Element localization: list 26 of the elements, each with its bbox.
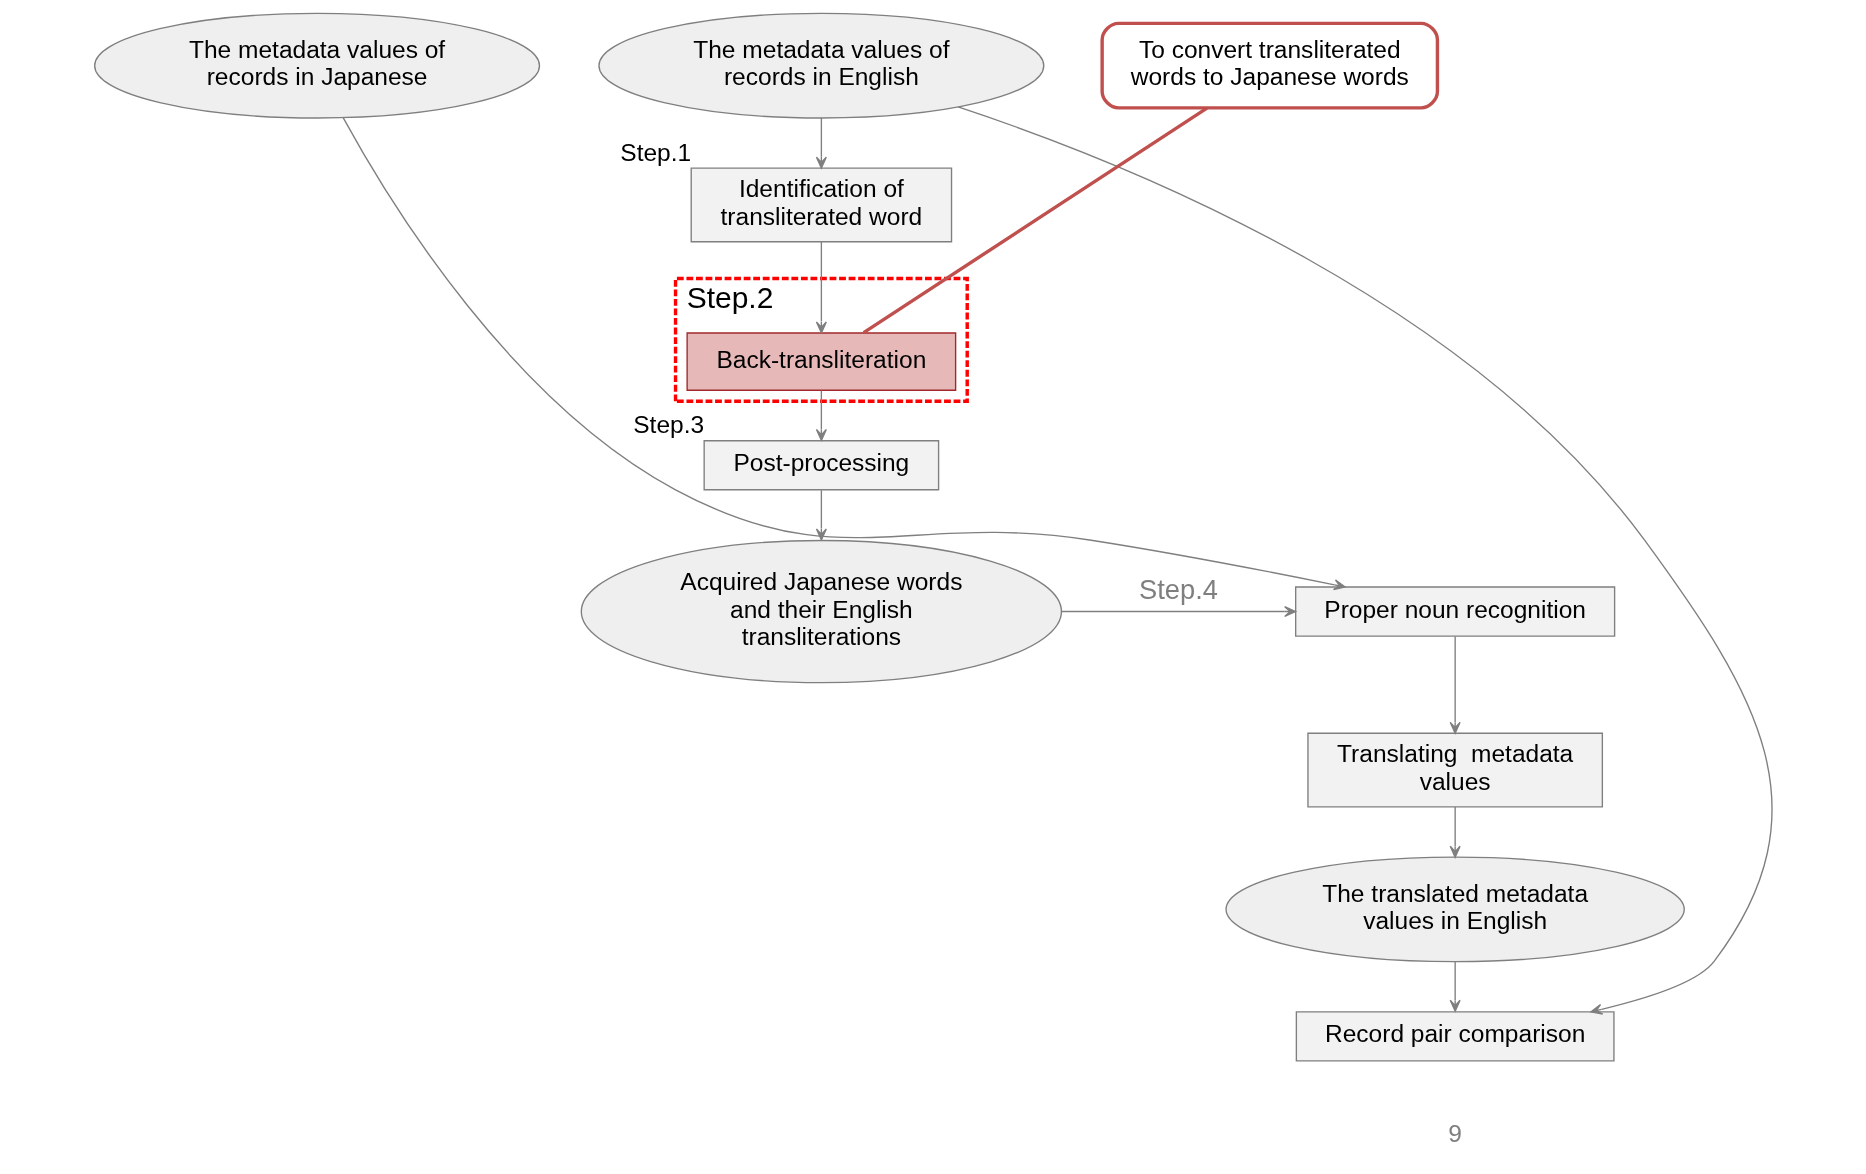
arrow xyxy=(1449,635,1461,734)
arrow xyxy=(1449,960,1461,1012)
node-ellipse: The metadata values of records in Japanese xyxy=(93,12,540,119)
node-box: To convert transliterated words to Japanese words xyxy=(1099,21,1439,110)
arrow xyxy=(815,241,827,334)
node-ellipse: The metadata values of records in English xyxy=(597,12,1044,119)
node-box: Identification of transliterated word xyxy=(690,167,952,243)
arrow xyxy=(341,116,1346,591)
arrow xyxy=(815,489,827,541)
node-box: Back-transliteration xyxy=(685,332,956,391)
arrow xyxy=(1449,806,1461,858)
node-box: Record pair comparison xyxy=(1295,1011,1615,1062)
arrow xyxy=(815,389,827,442)
node-label: Step.3 xyxy=(632,411,704,439)
node-ellipse: Acquired Japanese words and their English transliterations xyxy=(580,539,1062,684)
arrow xyxy=(1060,605,1296,618)
edge-label: Step.4 xyxy=(1138,574,1218,606)
node-box: Post-processing xyxy=(703,440,939,491)
arrow xyxy=(815,117,827,169)
connector xyxy=(862,106,1208,335)
node-box: Translating metadata values xyxy=(1306,732,1603,808)
arrow xyxy=(956,106,1772,1015)
node-box: Proper noun recognition xyxy=(1294,586,1615,637)
node-label: Step.1 xyxy=(619,138,691,166)
node-ellipse: The translated metadata values in English xyxy=(1224,856,1685,963)
label: 9 xyxy=(1447,1119,1462,1147)
